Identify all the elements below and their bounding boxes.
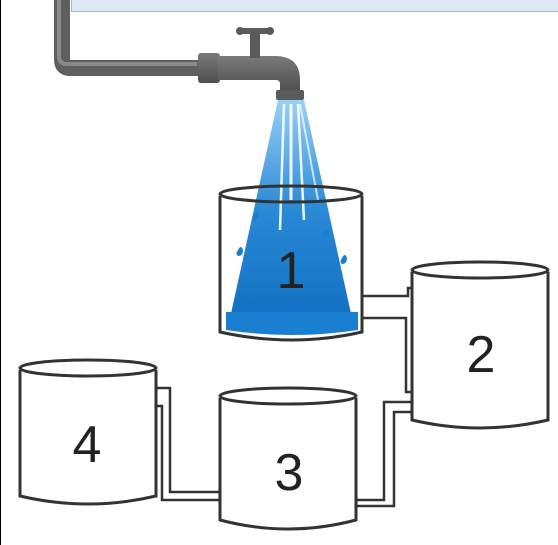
faucet-pipe (54, 0, 200, 76)
drop (236, 247, 243, 256)
container-4: 4 (18, 358, 158, 506)
faucet-handle (238, 28, 272, 34)
container-1-rim (218, 184, 364, 204)
faucet-nozzle (276, 90, 304, 100)
faucet-stem (250, 32, 260, 58)
container-4-label: 4 (73, 416, 102, 474)
container-2: 2 (410, 260, 550, 430)
container-2-label: 2 (467, 326, 496, 384)
container-1-water (226, 312, 358, 335)
container-1-label: 1 (277, 242, 306, 300)
container-4-wall (18, 370, 158, 506)
drop (322, 229, 329, 238)
container-3-label: 3 (275, 444, 304, 502)
top-strip (71, 0, 558, 12)
container-2-rim (410, 260, 550, 280)
drop (252, 211, 259, 220)
container-3-wall (218, 398, 358, 531)
faucet (54, 0, 304, 100)
pipe-coupling (198, 53, 220, 83)
pipe-2-to-3 (356, 400, 412, 502)
stream-cone (230, 100, 352, 318)
container-2-wall (410, 272, 550, 430)
pipe-1-to-2 (362, 316, 412, 394)
water-stream (230, 100, 352, 318)
container-1-wall (218, 196, 364, 342)
container-3: 3 (218, 386, 358, 531)
pipe-4-to-3 (156, 404, 220, 502)
left-border (0, 0, 1, 545)
pipe-4-to-3 (156, 386, 220, 494)
connector-pipes (156, 286, 412, 508)
faucet-body (218, 56, 300, 92)
container-1: 1 (218, 184, 364, 342)
pipe-2-to-3 (356, 410, 412, 508)
pipe-1-to-2 (362, 286, 412, 298)
drop (340, 255, 347, 264)
container-4-rim (18, 358, 158, 378)
container-3-rim (218, 386, 358, 406)
